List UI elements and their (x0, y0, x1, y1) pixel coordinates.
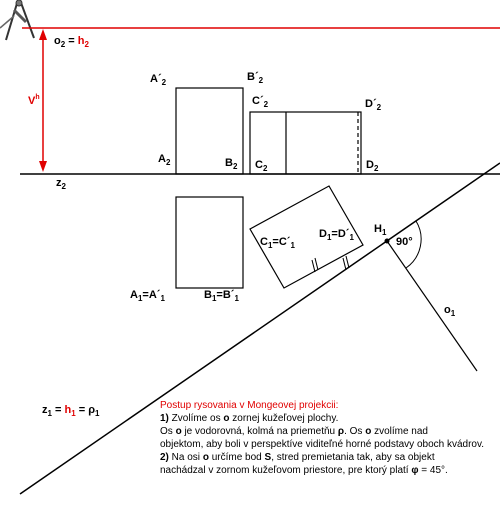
annotation-line-3: objektom, aby boli v perspektíve viditeľ… (160, 439, 484, 450)
parallel-tick-marks (311, 255, 350, 273)
procedure-annotation: Postup rysovania v Mongeovej projekcii: … (160, 400, 484, 476)
label-b1: B1=B´1 (204, 289, 239, 303)
label-b2: B2 (225, 157, 238, 171)
annotation-title: Postup rysovania v Mongeovej projekcii: (160, 400, 338, 411)
label-c1: C1=C´1 (260, 236, 295, 250)
label-o2-h2: o2 = h2 (54, 35, 89, 49)
front-view-block-ab (175, 87, 244, 175)
label-d2: D2 (366, 159, 379, 173)
annotation-line-5: nachádzal v zornom kužeľovom priestore, … (160, 465, 448, 476)
label-d1: D1=D´1 (319, 228, 354, 242)
label-angle: 90° (396, 236, 413, 248)
label-a2: A2 (158, 153, 171, 167)
top-view-block-cd (249, 185, 364, 289)
label-h1: H1 (374, 223, 387, 237)
front-view-block-cd (249, 111, 362, 175)
label-vh: Vh (28, 94, 40, 107)
compass-icon (0, 0, 35, 41)
annotation-line-1: 1) Zvolíme os o zornej kužeľovej plochy. (160, 413, 338, 424)
label-d2-prime: D´2 (365, 98, 382, 112)
vh-dimension-arrow (39, 29, 47, 172)
label-c2: C2 (255, 159, 268, 173)
axis-o1 (386, 240, 478, 372)
label-a1: A1=A´1 (130, 289, 165, 303)
label-o1: o1 (444, 304, 456, 318)
picture-plane-trace (19, 162, 500, 495)
label-b2-prime: B´2 (247, 71, 264, 85)
top-view-block-ab (175, 196, 244, 289)
point-h1 (384, 238, 390, 244)
annotation-line-2: Os o je vodorovná, kolmá na priemetňu ρ.… (160, 426, 428, 437)
label-a2-prime: A´2 (150, 73, 167, 87)
annotation-line-4: 2) Na osi o určíme bod S, stred premieta… (160, 452, 435, 463)
label-z1-h1-rho1: z1 = h1 = ρ1 (42, 404, 100, 418)
right-angle-arc (405, 220, 422, 269)
label-z2: z2 (56, 177, 67, 191)
label-c2-prime: C´2 (252, 95, 269, 109)
